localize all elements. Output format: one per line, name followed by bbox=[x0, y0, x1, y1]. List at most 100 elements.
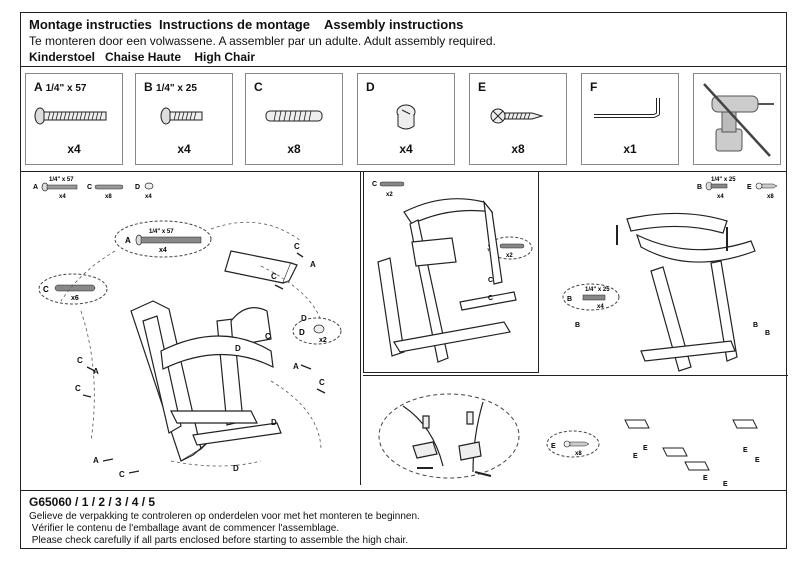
step-1-figure: A 1/4" x 57 x4 C x8 D x4 A 1/4" x 57 x4 … bbox=[21, 171, 361, 485]
floor-stoppers bbox=[624, 419, 758, 471]
step-2-figure: C x2 C x2 CC bbox=[363, 171, 539, 373]
svg-text:B: B bbox=[567, 296, 572, 303]
harness-detail-callout bbox=[378, 393, 520, 479]
front-rail bbox=[170, 410, 258, 424]
svg-text:x4: x4 bbox=[717, 194, 724, 200]
svg-text:x8: x8 bbox=[767, 194, 774, 200]
part-quantity: x4 bbox=[177, 142, 191, 156]
svg-text:D: D bbox=[233, 464, 239, 473]
legend-letter-a: A bbox=[33, 184, 38, 191]
instruction-sheet: Montage instructies Instructions de mont… bbox=[20, 12, 788, 549]
svg-text:C: C bbox=[372, 181, 377, 188]
svg-text:E: E bbox=[551, 443, 556, 450]
harness-strap bbox=[402, 401, 484, 473]
model-number: G65060 / 1 / 2 / 3 / 4 / 5 bbox=[29, 495, 156, 509]
part-letter: F bbox=[590, 80, 598, 94]
instruction-titles: Montage instructies Instructions de mont… bbox=[29, 17, 464, 32]
svg-text:E: E bbox=[723, 481, 728, 488]
header: Montage instructies Instructions de mont… bbox=[21, 13, 786, 67]
bolt-long-icon bbox=[34, 107, 107, 125]
legend-size-a: 1/4" x 57 bbox=[49, 177, 74, 183]
dowel-icon bbox=[265, 110, 323, 122]
assembled-chair-frame bbox=[377, 198, 517, 363]
part-e: E x8 bbox=[469, 73, 567, 165]
step-1-diagram: A 1/4" x 57 x4 C x8 D x4 A 1/4" x 57 x4 … bbox=[33, 177, 342, 479]
part-c: C x8 bbox=[245, 73, 343, 165]
part-quantity: x4 bbox=[399, 142, 413, 156]
part-quantity: x8 bbox=[511, 142, 525, 156]
svg-text:A: A bbox=[93, 367, 99, 376]
svg-text:x2: x2 bbox=[386, 192, 393, 198]
svg-text:x2: x2 bbox=[319, 337, 327, 344]
svg-text:C: C bbox=[294, 242, 300, 251]
legend-qty-d: x4 bbox=[145, 194, 152, 200]
bolt-short-icon bbox=[160, 107, 203, 125]
part-a: A 1/4" x 57 x4 bbox=[25, 73, 123, 165]
svg-text:B: B bbox=[575, 322, 580, 329]
parts-list: A 1/4" x 57 x4 B 1/4" x 25 x4 C bbox=[21, 67, 786, 172]
svg-text:C: C bbox=[77, 356, 83, 365]
part-d: D x4 bbox=[357, 73, 455, 165]
svg-text:E: E bbox=[633, 453, 638, 460]
svg-text:C: C bbox=[75, 384, 81, 393]
svg-text:1/4" x 25: 1/4" x 25 bbox=[711, 177, 736, 183]
note-english: Please check carefully if all parts encl… bbox=[29, 535, 409, 546]
part-size: 1/4" x 25 bbox=[156, 83, 197, 94]
footer-note: G65060 / 1 / 2 / 3 / 4 / 5 Gelieve de ve… bbox=[21, 490, 786, 548]
part-size: 1/4" x 57 bbox=[45, 83, 87, 94]
svg-text:D: D bbox=[301, 314, 307, 323]
part-letter: B bbox=[144, 80, 153, 94]
tray-and-chair bbox=[626, 212, 756, 372]
legend-qty-c: x8 bbox=[105, 194, 112, 200]
svg-text:E: E bbox=[703, 475, 708, 482]
svg-text:B: B bbox=[765, 330, 770, 337]
part-f: F x1 bbox=[581, 73, 679, 165]
step-2-diagram: C x2 C x2 CC bbox=[372, 181, 533, 363]
svg-text:B: B bbox=[697, 184, 702, 191]
svg-text:E: E bbox=[643, 445, 648, 452]
part-quantity: x1 bbox=[623, 142, 637, 156]
svg-text:C: C bbox=[271, 272, 277, 281]
svg-text:D: D bbox=[235, 344, 241, 353]
svg-text:x2: x2 bbox=[506, 253, 513, 259]
allen-key-icon bbox=[594, 98, 660, 118]
part-letter: C bbox=[254, 80, 263, 94]
part-letter: A bbox=[34, 80, 43, 94]
svg-text:A: A bbox=[125, 236, 131, 245]
product-names: Kinderstoel Chaise Haute High Chair bbox=[29, 50, 256, 64]
part-quantity: x8 bbox=[287, 142, 301, 156]
svg-text:E: E bbox=[755, 457, 760, 464]
legend-letter-d: D bbox=[135, 184, 140, 191]
svg-text:E: E bbox=[743, 447, 748, 454]
adult-required-note: Te monteren door een volwassene. A assem… bbox=[29, 34, 496, 48]
note-dutch: Gelieve de verpakking te controleren op … bbox=[29, 511, 420, 522]
svg-text:x4: x4 bbox=[159, 247, 167, 254]
svg-text:C: C bbox=[265, 332, 271, 341]
svg-text:E: E bbox=[747, 184, 752, 191]
svg-text:1/4" x 57: 1/4" x 57 bbox=[149, 229, 174, 235]
note-french: Vérifier le contenu de l'emballage avant… bbox=[29, 523, 340, 534]
svg-text:A: A bbox=[93, 456, 99, 465]
svg-text:A: A bbox=[310, 260, 316, 269]
part-quantity: x4 bbox=[67, 142, 81, 156]
svg-text:x8: x8 bbox=[575, 451, 582, 457]
step-3-diagram: B 1/4" x 25 x4 E x8 B 1/4" x 25 x4 BBB bbox=[562, 177, 778, 372]
svg-text:C: C bbox=[488, 295, 493, 302]
svg-text:C: C bbox=[488, 277, 493, 284]
svg-text:B: B bbox=[753, 322, 758, 329]
svg-text:C: C bbox=[319, 378, 325, 387]
svg-text:D: D bbox=[271, 418, 277, 427]
no-power-drill-warning bbox=[693, 73, 781, 165]
svg-text:x6: x6 bbox=[71, 295, 79, 302]
bottom-rail bbox=[192, 422, 282, 446]
legend-qty-a: x4 bbox=[59, 194, 66, 200]
svg-text:A: A bbox=[293, 362, 299, 371]
no-power-drill-icon bbox=[703, 83, 774, 157]
svg-text:x4: x4 bbox=[597, 304, 604, 310]
svg-text:D: D bbox=[299, 328, 305, 337]
legend-letter-c: C bbox=[87, 184, 92, 191]
svg-text:1/4" x 25: 1/4" x 25 bbox=[585, 287, 610, 293]
